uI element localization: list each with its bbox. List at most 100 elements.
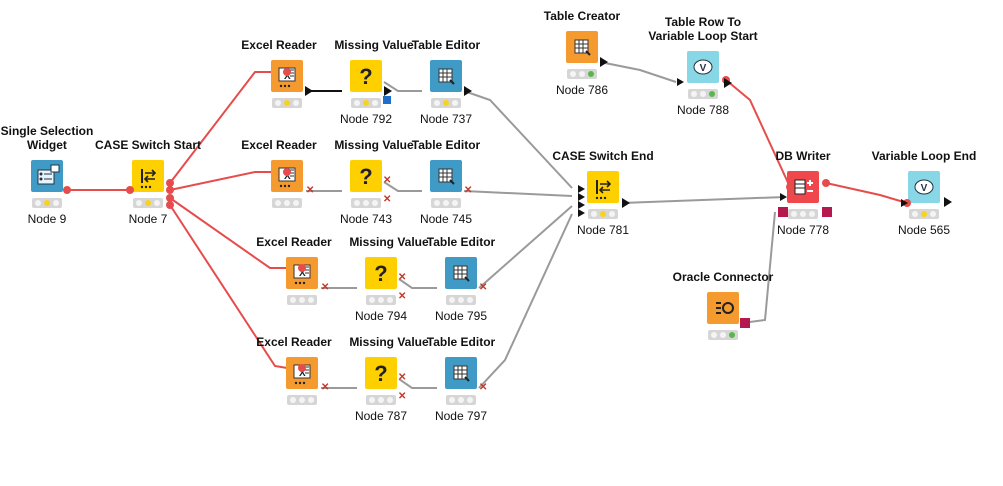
flow-port-in[interactable] [126, 186, 134, 194]
switch-end-icon[interactable] [587, 171, 619, 203]
node-title[interactable]: Oracle Connector [672, 270, 774, 284]
missing-value-icon[interactable]: ? [365, 357, 397, 389]
node-label[interactable]: Node 797 [434, 409, 488, 423]
node-label[interactable]: Node 795 [434, 309, 488, 323]
data-port-in[interactable] [578, 209, 585, 217]
db-port-out[interactable] [740, 318, 750, 328]
switch-start-icon[interactable] [132, 160, 164, 192]
node-title[interactable]: Table Row To Variable Loop Start [648, 15, 758, 43]
node-label[interactable]: Node 786 [555, 83, 609, 97]
flow-wire-db-writer-to-loop-end[interactable] [825, 182, 908, 204]
node-title[interactable]: Excel Reader [241, 138, 317, 152]
data-port-in[interactable] [677, 78, 684, 86]
node-title[interactable]: Missing Value [349, 335, 429, 349]
node-title[interactable]: Table Editor [411, 138, 481, 152]
db-port-out[interactable] [822, 207, 832, 217]
excel-reader-icon[interactable]: X [271, 60, 303, 92]
data-port-in[interactable] [780, 193, 787, 201]
node-title[interactable]: Table Creator [543, 9, 621, 23]
node-title[interactable]: Missing Value [334, 38, 414, 52]
data-wire-missing-editor-4[interactable] [398, 378, 437, 389]
node-m794[interactable]: Missing Value? Node 794 [321, 235, 441, 357]
flow-wire-loop-start-to-db-writer[interactable] [725, 79, 791, 188]
excel-reader-icon[interactable]: X [286, 357, 318, 389]
node-o[interactable]: Oracle Connector [663, 270, 783, 392]
flow-port-out[interactable] [166, 201, 174, 209]
table-editor-icon[interactable] [445, 357, 477, 389]
node-title[interactable]: Missing Value [334, 138, 414, 152]
data-port-in[interactable] [578, 193, 585, 201]
node-title[interactable]: CASE Switch End [552, 149, 654, 163]
node-title[interactable]: Table Editor [411, 38, 481, 52]
node-label[interactable]: Node 778 [776, 223, 830, 237]
data-port-out[interactable] [305, 86, 313, 96]
node-label[interactable]: Node 787 [354, 409, 408, 423]
node-m792[interactable]: Missing Value? Node 792 [306, 38, 426, 160]
data-wire-editor-to-switch-end-1[interactable] [463, 90, 573, 189]
missing-value-icon[interactable]: ? [350, 160, 382, 192]
data-port-in[interactable] [901, 199, 908, 207]
data-port-out[interactable] [384, 86, 392, 96]
node-title[interactable]: CASE Switch Start [94, 138, 202, 152]
table-editor-icon[interactable] [430, 60, 462, 92]
node-label[interactable]: Node 565 [897, 223, 951, 237]
flow-port-in[interactable] [786, 183, 794, 191]
flow-port-in[interactable] [283, 68, 291, 76]
widget-icon[interactable] [31, 160, 63, 192]
node-title[interactable]: Single Selection Widget [0, 124, 94, 152]
data-wire-editor-to-switch-end-2[interactable] [463, 190, 573, 197]
model-port-out[interactable] [383, 96, 391, 104]
node-title[interactable]: Variable Loop End [871, 149, 977, 163]
db-writer-icon[interactable] [787, 171, 819, 203]
flow-port-out[interactable] [166, 194, 174, 202]
db-port-in[interactable] [778, 207, 788, 217]
data-port-out[interactable] [944, 197, 952, 207]
data-port-in[interactable] [578, 201, 585, 209]
node-label[interactable]: Node 745 [419, 212, 473, 226]
flow-wire-switch-to-reader-3[interactable] [169, 197, 287, 269]
node-title[interactable]: Excel Reader [256, 335, 332, 349]
missing-value-icon[interactable]: ? [350, 60, 382, 92]
node-label[interactable]: Node 792 [339, 112, 393, 126]
data-wire-editor-to-switch-end-4[interactable] [478, 213, 573, 389]
node-label[interactable]: Node 9 [27, 212, 67, 226]
flow-port-in[interactable] [283, 168, 291, 176]
data-wire-missing-editor-2[interactable] [383, 181, 422, 192]
node-title[interactable]: DB Writer [775, 149, 831, 163]
oracle-connector-icon[interactable] [707, 292, 739, 324]
flow-port-out[interactable] [822, 179, 830, 187]
data-wire-editor-to-switch-end-3[interactable] [478, 205, 573, 289]
flow-port-in[interactable] [298, 364, 306, 372]
data-port-out[interactable] [464, 86, 472, 96]
loop-end-icon[interactable]: V [908, 171, 940, 203]
node-label[interactable]: Node 788 [676, 103, 730, 117]
table-editor-icon[interactable] [445, 257, 477, 289]
node-label[interactable]: Node 781 [576, 223, 630, 237]
node-label[interactable]: Node 737 [419, 112, 473, 126]
table-editor-icon[interactable] [430, 160, 462, 192]
data-port-in[interactable] [578, 185, 585, 193]
data-port-out[interactable] [600, 57, 608, 67]
node-title[interactable]: Table Editor [426, 235, 496, 249]
flow-port-out[interactable] [166, 186, 174, 194]
flow-port-in[interactable] [298, 264, 306, 272]
node-label[interactable]: Node 794 [354, 309, 408, 323]
missing-value-icon[interactable]: ? [365, 257, 397, 289]
node-title[interactable]: Excel Reader [241, 38, 317, 52]
data-port-out[interactable] [622, 198, 630, 208]
excel-reader-icon[interactable]: X [271, 160, 303, 192]
node-m787[interactable]: Missing Value? Node 787 [321, 335, 441, 457]
